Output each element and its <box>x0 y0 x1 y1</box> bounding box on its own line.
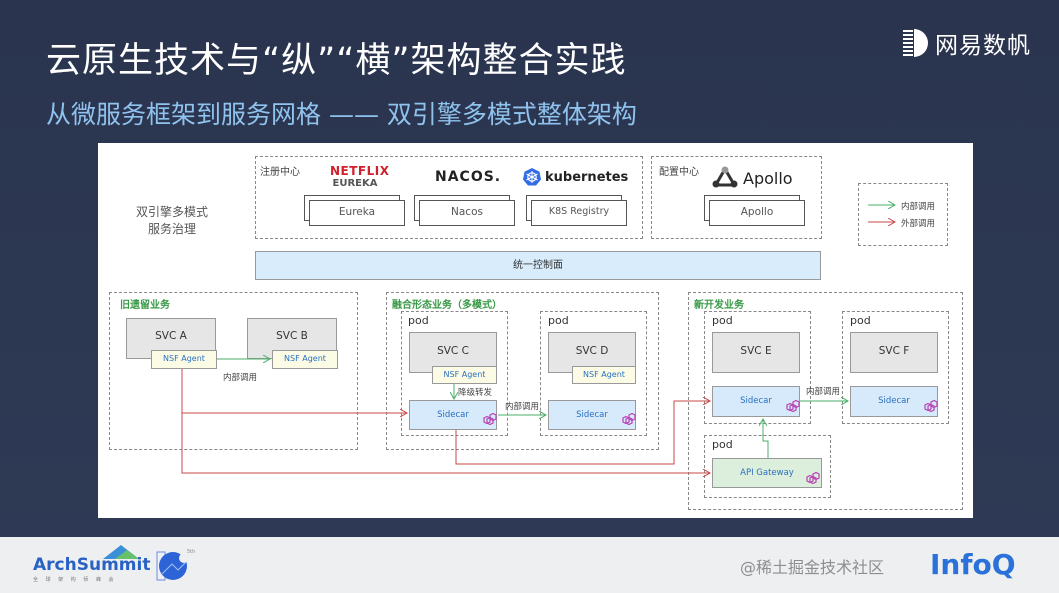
apollo-config-box: Apollo <box>709 200 805 226</box>
apollo-icon <box>712 166 738 188</box>
pod-c-label: pod <box>408 314 429 327</box>
api-gateway-label: API Gateway <box>740 468 794 478</box>
hybrid-business-label: 融合形态业务（多模式） <box>392 300 502 311</box>
apollo-config-label: Apollo <box>740 206 774 218</box>
legend-external-label: 外部调用 <box>901 219 936 229</box>
anniversary-logo: 5th <box>156 549 196 587</box>
k8s-registry-label: K8S Registry <box>548 206 610 217</box>
legacy-internal-call-label: 内部调用 <box>223 373 258 383</box>
watermark: @稀土掘金技术社区 <box>740 558 885 577</box>
svc-e-box: SVC E <box>712 332 800 373</box>
svc-c-sidecar-label: Sidecar <box>437 410 469 420</box>
netease-shufan-icon <box>903 29 928 57</box>
legend <box>858 183 948 246</box>
pod-gateway-label: pod <box>712 438 733 451</box>
kubernetes-logo: kubernetes <box>523 168 628 186</box>
slide-footer: ArchSummit 全 球 架 构 师 峰 会 5th @稀土掘金技术社区 I… <box>0 537 1059 593</box>
anniversary-label: 5th <box>187 549 196 555</box>
mesh-icon <box>483 413 497 426</box>
svc-f-box: SVC F <box>850 332 938 373</box>
governance-label-line2: 服务治理 <box>147 222 196 236</box>
brand-name: 网易数帆 <box>935 33 1031 59</box>
pod-e <box>704 311 811 424</box>
new-business-label: 新开发业务 <box>694 300 744 311</box>
svc-b-label: SVC B <box>276 330 308 342</box>
svc-f-sidecar: Sidecar <box>850 386 938 417</box>
svc-b-nsf-agent: NSF Agent <box>272 350 338 369</box>
apollo-logo-text: Apollo <box>743 168 793 188</box>
legend-internal-label: 内部调用 <box>901 202 936 212</box>
svc-e-label: SVC E <box>740 345 772 357</box>
pod-d-label: pod <box>548 314 569 327</box>
config-center-label: 配置中心 <box>659 167 699 178</box>
unified-control-plane: 统一控制面 <box>255 251 821 280</box>
svc-c-label: SVC C <box>437 345 469 357</box>
svc-d-sidecar-label: Sidecar <box>576 410 608 420</box>
kubernetes-icon <box>523 168 541 186</box>
mesh-icon <box>924 400 938 413</box>
svc-d-nsf-agent: NSF Agent <box>572 366 636 384</box>
archsummit-subtitle: 全 球 架 构 师 峰 会 <box>33 577 117 583</box>
architecture-diagram: 双引擎多模式 服务治理 注册中心 NETFLIX EUREKA NACOS. k… <box>98 143 973 518</box>
hybrid-internal-call-label: 内部调用 <box>505 402 540 412</box>
archsummit-wordmark: ArchSummit <box>33 555 151 575</box>
nacos-logo: NACOS. <box>435 169 502 185</box>
infoq-wordmark: InfoQ <box>930 548 1016 581</box>
eureka-registry-box: Eureka <box>309 200 405 226</box>
slide-title: 云原生技术与“纵”“横”架构整合实践 <box>46 41 627 81</box>
new-internal-call-label: 内部调用 <box>806 387 841 397</box>
api-gateway: API Gateway <box>712 458 822 488</box>
eureka-registry-label: Eureka <box>338 206 376 218</box>
kubernetes-logo-text: kubernetes <box>545 169 629 185</box>
pod-e-label: pod <box>712 314 733 327</box>
legacy-business-label: 旧遗留业务 <box>120 300 170 311</box>
mesh-icon <box>786 400 800 413</box>
svc-a-nsf-agent: NSF Agent <box>151 350 217 369</box>
k8s-registry-box: K8S Registry <box>531 200 627 226</box>
nacos-registry-box: Nacos <box>419 200 515 226</box>
mesh-icon <box>622 413 636 426</box>
svc-f-sidecar-label: Sidecar <box>878 396 910 406</box>
infoq-logo: InfoQ <box>930 548 1016 581</box>
svc-f-label: SVC F <box>878 345 910 357</box>
netflix-eureka-logo: NETFLIX EUREKA <box>330 164 390 190</box>
slide-subtitle: 从微服务框架到服务网格 —— 双引擎多模式整体架构 <box>46 100 637 129</box>
pod-f <box>842 311 949 424</box>
pod-f-label: pod <box>850 314 871 327</box>
svc-a-label: SVC A <box>155 330 187 342</box>
archsummit-text: ArchSummit <box>33 555 150 575</box>
config-center-group <box>651 156 822 239</box>
governance-label-line1: 双引擎多模式 <box>135 205 208 219</box>
apollo-logo: Apollo <box>710 165 793 191</box>
svc-d-label: SVC D <box>575 345 609 357</box>
anniversary-badge-icon <box>156 551 189 581</box>
svc-c-nsf-agent: NSF Agent <box>432 366 497 384</box>
brand-logo: 网易数帆 <box>903 26 1031 60</box>
nacos-registry-label: Nacos <box>451 206 483 218</box>
registry-center-label: 注册中心 <box>260 167 300 178</box>
fallback-forward-label: 降级转发 <box>458 388 493 398</box>
eureka-logo-text: EUREKA <box>332 178 378 189</box>
mesh-icon <box>806 472 820 485</box>
netflix-logo-text: NETFLIX <box>330 164 390 178</box>
registry-center-group <box>255 156 643 239</box>
svc-e-sidecar: Sidecar <box>712 386 800 417</box>
mountain-icon <box>103 545 139 559</box>
svc-e-sidecar-label: Sidecar <box>740 396 772 406</box>
